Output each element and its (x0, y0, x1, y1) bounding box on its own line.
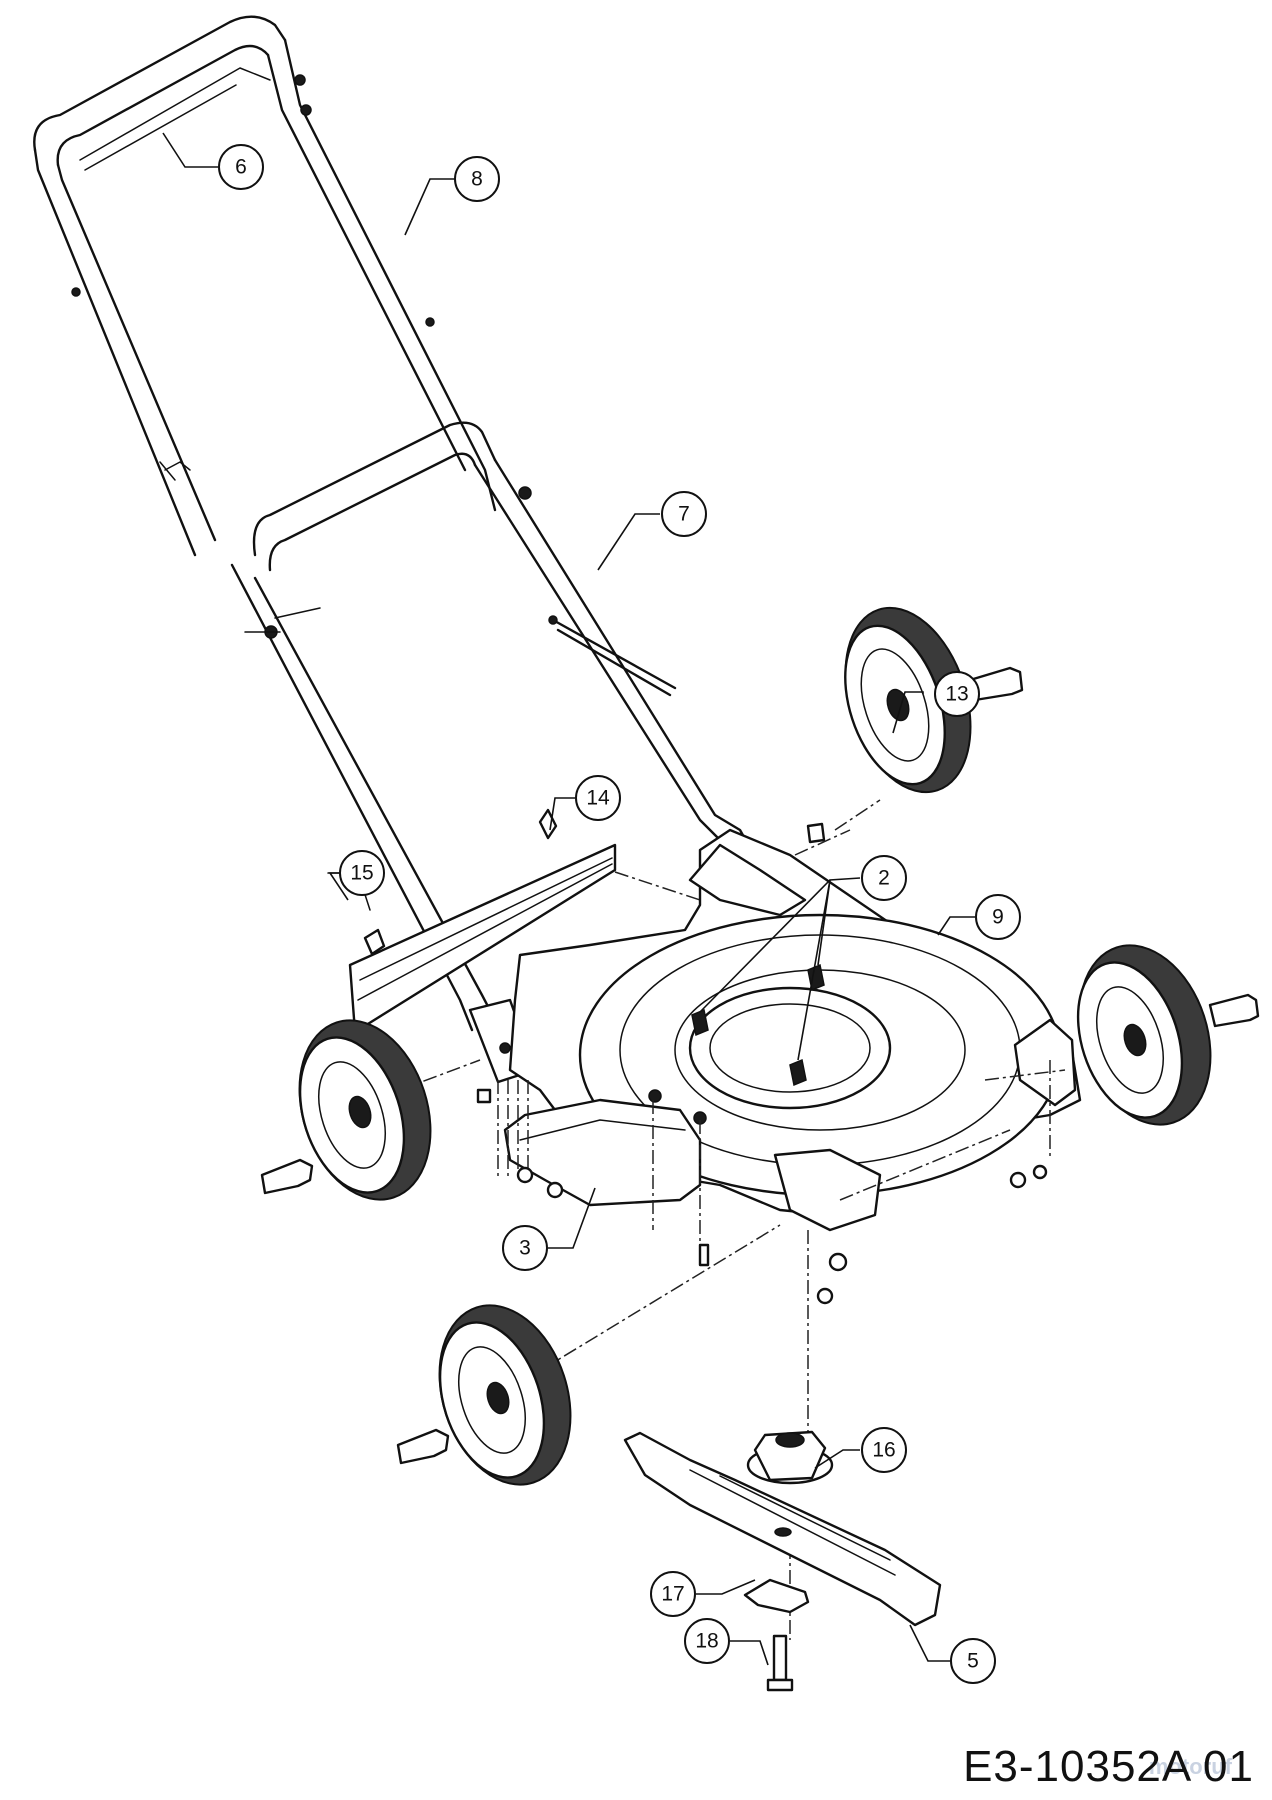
callout-16-label: 16 (872, 1439, 895, 1462)
wheel-front-left (260, 1019, 432, 1201)
callout-6: 6 (218, 144, 264, 190)
callout-5-label: 5 (967, 1650, 979, 1673)
callout-16: 16 (861, 1427, 907, 1473)
watermark-logo: motoruf (1148, 1754, 1232, 1779)
grass-deflector (348, 808, 701, 1034)
callout-17: 17 (650, 1571, 696, 1617)
callout-18: 18 (684, 1618, 730, 1664)
callout-15-label: 15 (350, 862, 373, 885)
callout-8: 8 (454, 156, 500, 202)
callout-8-label: 8 (471, 168, 483, 191)
wheel-front-right (806, 606, 1024, 844)
control-cable (548, 615, 677, 697)
engine-mounting-bolts (691, 877, 861, 1087)
blade-bell-support (743, 1578, 810, 1614)
wheel-rear-right (1076, 944, 1260, 1126)
blade-adapter (746, 1430, 834, 1485)
callout-9-label: 9 (992, 906, 1004, 929)
callout-3-label: 3 (519, 1237, 531, 1260)
mower-blade (623, 1431, 942, 1627)
callout-2-label: 2 (878, 867, 890, 890)
callout-6-label: 6 (235, 156, 247, 179)
upper-handle (33, 15, 497, 557)
callout-13-label: 13 (945, 683, 968, 706)
callout-7-label: 7 (678, 503, 690, 526)
callout-13: 13 (934, 671, 980, 717)
callout-14: 14 (575, 775, 621, 821)
callout-2: 2 (861, 855, 907, 901)
callout-17-label: 17 (661, 1583, 684, 1606)
hardware-centerlines (399, 829, 1066, 1640)
drawing-number: E3-10352A 01 (963, 1742, 1254, 1791)
wheel-rear-left (396, 1304, 572, 1486)
discharge-chute (503, 1089, 707, 1207)
callout-9: 9 (975, 894, 1021, 940)
callout-3: 3 (502, 1225, 548, 1271)
callout-5: 5 (950, 1638, 996, 1684)
callout-14-label: 14 (586, 787, 610, 810)
blade-bolt (766, 1634, 794, 1692)
callout-7: 7 (661, 491, 707, 537)
callout-15: 15 (339, 850, 385, 896)
callout-18-label: 18 (695, 1630, 718, 1653)
